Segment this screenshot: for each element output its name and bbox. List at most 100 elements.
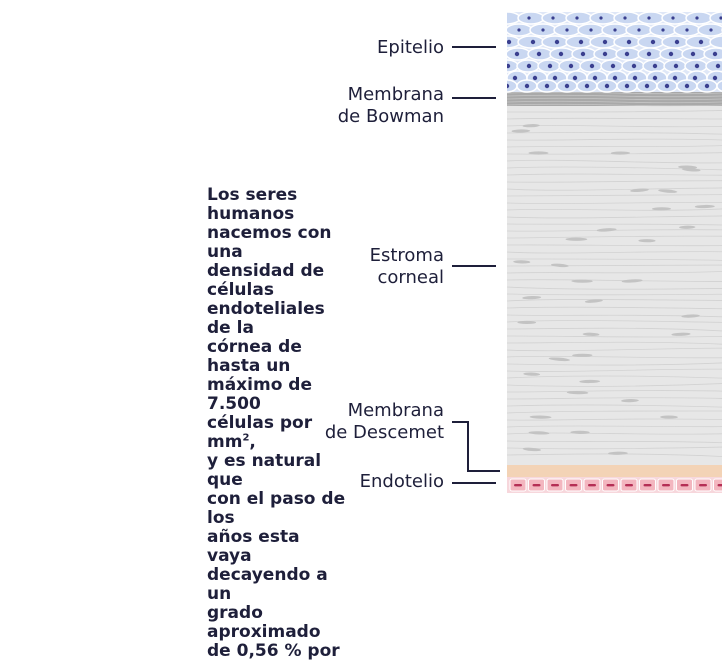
epithelium-nucleus — [569, 64, 573, 68]
endothelium-nucleus — [533, 484, 541, 486]
endothelium-cells — [510, 479, 722, 491]
endothelium-nucleus — [662, 484, 670, 486]
epithelium-nucleus — [653, 64, 657, 68]
epithelium-nucleus — [548, 64, 552, 68]
epithelium-nucleus — [579, 40, 583, 44]
epithelium-cell — [482, 24, 508, 36]
epithelium-nucleus — [675, 40, 679, 44]
stroma-keratocyte — [528, 151, 548, 154]
endothelium-nucleus — [699, 484, 707, 486]
epithelium-nucleus — [575, 16, 578, 19]
epithelium-cell — [686, 12, 712, 24]
epithelium-nucleus — [493, 52, 497, 56]
epithelium-nucleus — [653, 76, 657, 80]
epithelium-nucleus — [685, 28, 688, 31]
epithelium-nucleus — [533, 76, 537, 80]
epithelium-nucleus — [661, 28, 664, 31]
epithelium-nucleus — [674, 64, 678, 68]
intro-line: con el paso de los — [207, 489, 345, 528]
epithelium-nucleus — [625, 84, 629, 88]
intro-line: decayendo a un — [207, 565, 328, 604]
epithelium-nucleus — [527, 16, 530, 19]
epithelium-nucleus — [525, 84, 529, 88]
epithelium-nucleus — [485, 84, 489, 88]
epithelium-nucleus — [647, 52, 651, 56]
epithelium-nucleus — [513, 76, 517, 80]
epithelium-nucleus — [691, 52, 695, 56]
intro-line: años esta vaya — [207, 527, 300, 566]
endothelium-nucleus — [718, 484, 722, 486]
epithelium-nucleus — [709, 28, 712, 31]
epithelium-nucleus — [593, 76, 597, 80]
epithelium-nucleus — [537, 52, 541, 56]
endothelium-nucleus — [588, 484, 596, 486]
epithelium-nucleus — [713, 52, 717, 56]
epithelium-cell — [590, 12, 616, 24]
epithelium-nucleus — [695, 64, 699, 68]
epithelium-nucleus — [493, 76, 497, 80]
epithelium-nucleus — [585, 84, 589, 88]
epithelium-nucleus — [625, 52, 629, 56]
endothelium-nucleus — [514, 484, 522, 486]
epithelium-nucleus — [603, 40, 607, 44]
epithelium-nucleus — [541, 28, 544, 31]
epithelium-nucleus — [665, 84, 669, 88]
epithelium-nucleus — [555, 40, 559, 44]
epithelium-nucleus — [613, 28, 616, 31]
epithelium-nucleus — [503, 16, 506, 19]
endothelium-nucleus — [551, 484, 559, 486]
epithelium-cell — [477, 80, 497, 92]
epithelium-nucleus — [506, 64, 510, 68]
epithelium-nucleus — [515, 52, 519, 56]
epithelium-nucleus — [645, 84, 649, 88]
endothelium-nucleus — [625, 484, 633, 486]
epithelium-nucleus — [483, 40, 487, 44]
epithelium-cell — [614, 12, 640, 24]
epithelium-nucleus — [565, 84, 569, 88]
epithelium-cell — [518, 12, 544, 24]
epithelium-cell — [494, 12, 520, 24]
epithelium-nucleus — [716, 64, 720, 68]
epithelium-nucleus — [485, 64, 489, 68]
epithelium-nucleus — [633, 76, 637, 80]
epithelium-nucleus — [527, 64, 531, 68]
epithelium-nucleus — [565, 28, 568, 31]
epithelium-nucleus — [599, 16, 602, 19]
epithelium-nucleus — [693, 76, 697, 80]
epithelium-nucleus — [573, 76, 577, 80]
epithelium-nucleus — [551, 16, 554, 19]
epithelium-nucleus — [651, 40, 655, 44]
epithelium-cell — [487, 71, 507, 85]
epithelium-nucleus — [517, 28, 520, 31]
epithelium-nucleus — [603, 52, 607, 56]
epithelium-nucleus — [632, 64, 636, 68]
epithelium-nucleus — [589, 28, 592, 31]
cornea-cross-section-diagram — [0, 0, 722, 493]
epithelium-nucleus — [507, 40, 511, 44]
epithelium-nucleus — [695, 16, 698, 19]
epithelium-nucleus — [605, 84, 609, 88]
epithelium-nucleus — [673, 76, 677, 80]
epithelium-nucleus — [581, 52, 585, 56]
epithelium-cell — [638, 12, 664, 24]
epithelium-nucleus — [637, 28, 640, 31]
stroma-keratocyte — [572, 354, 592, 357]
intro-line: de 0,56 % por — [207, 641, 340, 661]
epithelium-nucleus — [671, 16, 674, 19]
descemet-layer — [507, 465, 722, 477]
leader-line-descemet — [452, 422, 500, 471]
endothelium-nucleus — [607, 484, 615, 486]
epithelium-nucleus — [613, 76, 617, 80]
epithelium-nucleus — [545, 84, 549, 88]
epithelium-nucleus — [493, 28, 496, 31]
epithelium-nucleus — [559, 52, 563, 56]
epithelium-nucleus — [623, 16, 626, 19]
epithelium-nucleus — [669, 52, 673, 56]
epithelium-nucleus — [553, 76, 557, 80]
epithelium-cell — [475, 60, 497, 72]
epithelium-nucleus — [611, 64, 615, 68]
epithelium-nucleus — [505, 84, 509, 88]
epithelium-cell — [542, 12, 568, 24]
epithelium-nucleus — [627, 40, 631, 44]
endothelium-nucleus — [681, 484, 689, 486]
